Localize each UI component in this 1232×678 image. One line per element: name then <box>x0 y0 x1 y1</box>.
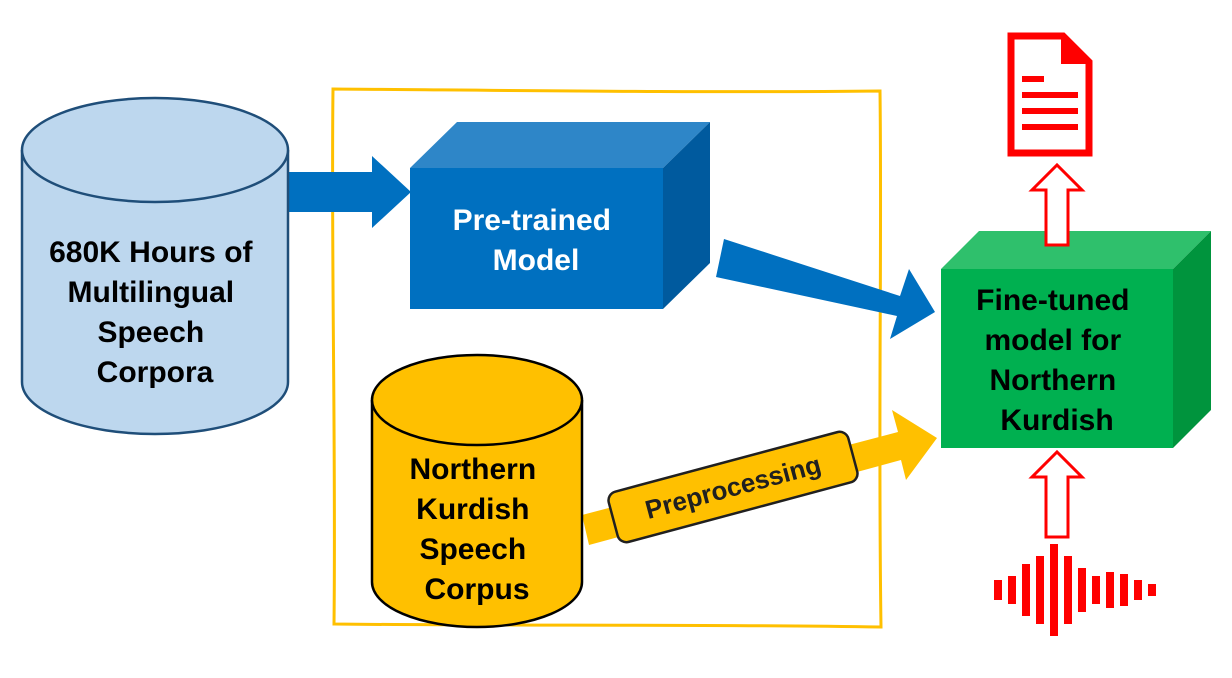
document-icon <box>1007 32 1093 157</box>
finetuned-model-line-1: Fine-tuned <box>976 284 1129 317</box>
kurdish-corpus-cylinder: Northern Kurdish Speech Corpus <box>370 353 584 629</box>
svg-text:Northern Kurdish S: Northern Kurdish Speech Corpus <box>409 453 544 606</box>
fine-tuning-frame <box>331 87 883 629</box>
svg-text:680K Hours of Multilingu: 680K Hours of Multilingual Speech Corpor… <box>49 236 261 389</box>
pretrained-model-box: Pre-trained Model <box>410 122 710 309</box>
kurdish-corpus-line-1: Northern <box>409 453 536 486</box>
multilingual-corpora-line-2: Multilingual <box>68 276 235 309</box>
multilingual-corpora-line-1: 680K Hours of <box>49 236 253 269</box>
multilingual-corpora-line-4: Corpora <box>97 356 214 389</box>
kurdish-corpus-line-2: Kurdish <box>416 493 529 526</box>
finetuned-model-box: Fine-tuned model for Northern Kurdish <box>941 231 1211 448</box>
multilingual-corpora-cylinder: 680K Hours of Multilingual Speech Corpor… <box>20 96 290 436</box>
pretrained-model-line-2: Model <box>493 244 580 277</box>
svg-text:Pre-trained Model: Pre-trained Model <box>453 204 620 277</box>
kurdish-corpus-line-3: Speech <box>419 533 526 566</box>
multilingual-corpora-line-3: Speech <box>97 316 204 349</box>
svg-text:Fine-tuned model for: Fine-tuned model for Northern Kurdish <box>976 284 1138 437</box>
arrow-corpora-to-pretrained <box>287 156 411 228</box>
kurdish-corpus-line-4: Corpus <box>425 573 530 606</box>
finetuned-model-line-3: Northern <box>989 364 1116 397</box>
audio-waveform-icon <box>994 544 1156 636</box>
arrow-input-up <box>1028 449 1086 539</box>
arrow-output-up <box>1028 162 1086 247</box>
preprocessing-box: Preprocessing <box>607 430 859 544</box>
pretrained-model-line-1: Pre-trained <box>453 204 611 237</box>
finetuned-model-line-4: Kurdish <box>1000 404 1113 437</box>
finetuned-model-line-2: model for <box>984 324 1121 357</box>
arrow-pretrained-to-finetuned <box>716 239 935 339</box>
